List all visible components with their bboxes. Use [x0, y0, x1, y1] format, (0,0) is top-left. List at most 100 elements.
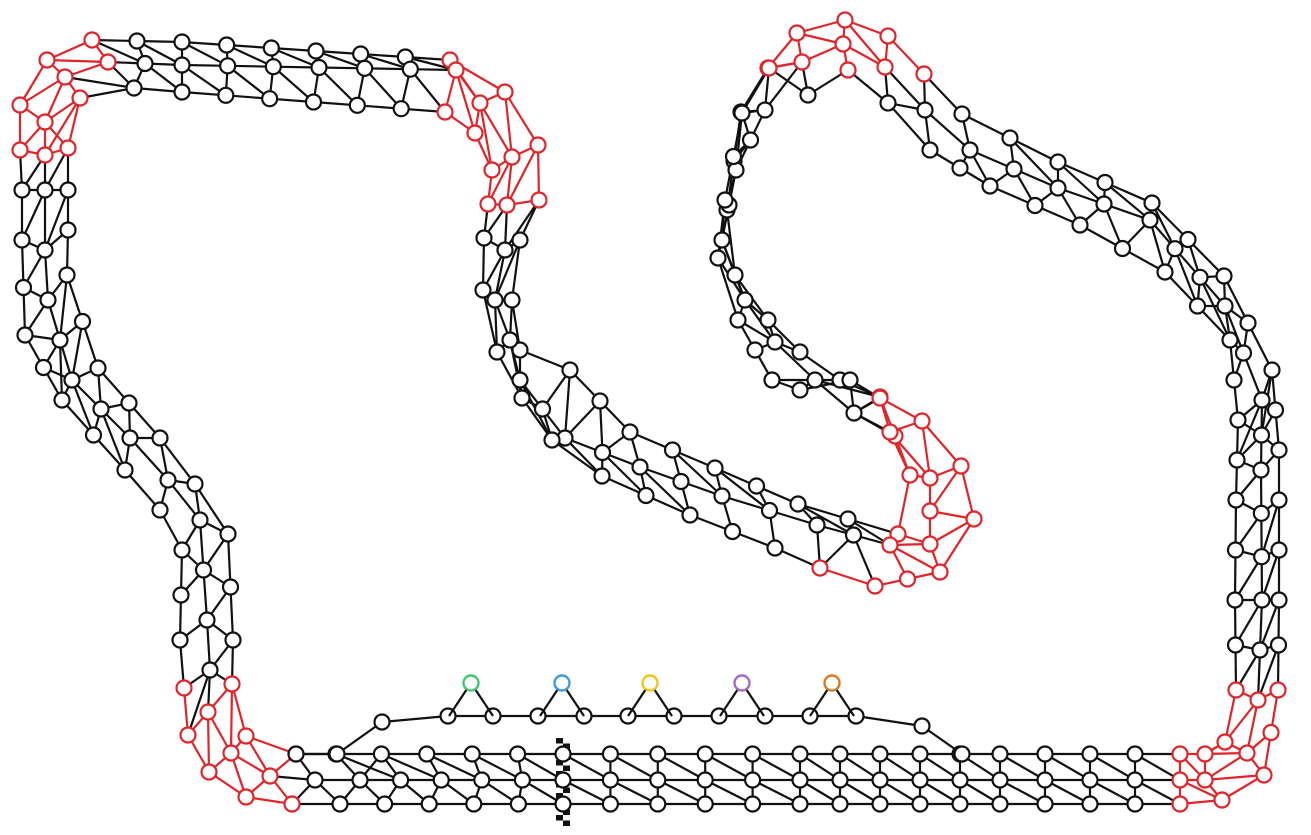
- start-slot-yellow[interactable]: [641, 674, 659, 692]
- track-space[interactable]: [791, 795, 809, 813]
- track-space[interactable]: [921, 535, 939, 553]
- track-space[interactable]: [51, 331, 69, 349]
- track-space[interactable]: [543, 431, 561, 449]
- track-space[interactable]: [116, 461, 134, 479]
- track-space[interactable]: [961, 141, 979, 159]
- pit-space[interactable]: [287, 745, 305, 763]
- track-space[interactable]: [401, 60, 419, 78]
- track-space[interactable]: [981, 177, 999, 195]
- track-space[interactable]: [1095, 195, 1113, 213]
- track-space[interactable]: [760, 59, 778, 77]
- track-space[interactable]: [916, 101, 934, 119]
- track-space[interactable]: [219, 57, 237, 75]
- track-space[interactable]: [1005, 160, 1023, 178]
- track-space[interactable]: [125, 79, 143, 97]
- track-space[interactable]: [841, 371, 859, 389]
- track-space[interactable]: [488, 343, 506, 361]
- track-space[interactable]: [59, 139, 77, 157]
- track-space[interactable]: [173, 56, 191, 74]
- track-space[interactable]: [447, 61, 465, 79]
- track-space[interactable]: [727, 161, 745, 179]
- track-space[interactable]: [791, 381, 809, 399]
- track-space[interactable]: [223, 675, 241, 693]
- track-space[interactable]: [261, 767, 279, 785]
- track-space[interactable]: [1227, 491, 1245, 509]
- track-space[interactable]: [1081, 771, 1099, 789]
- track-space[interactable]: [222, 744, 240, 762]
- track-space[interactable]: [726, 266, 744, 284]
- start-slot-orange[interactable]: [823, 674, 841, 692]
- track-space[interactable]: [59, 221, 77, 239]
- track-space[interactable]: [637, 486, 655, 505]
- track-space[interactable]: [1269, 636, 1288, 654]
- track-space[interactable]: [71, 89, 89, 107]
- track-space[interactable]: [306, 771, 324, 789]
- track-space[interactable]: [224, 631, 242, 649]
- track-space[interactable]: [1171, 771, 1189, 789]
- track-space[interactable]: [121, 429, 139, 447]
- track-space[interactable]: [356, 59, 374, 77]
- track-space[interactable]: [931, 563, 949, 581]
- track-space[interactable]: [1262, 723, 1280, 742]
- track-space[interactable]: [1036, 795, 1054, 813]
- track-space[interactable]: [237, 727, 255, 745]
- track-space[interactable]: [1096, 173, 1114, 192]
- track-space[interactable]: [310, 58, 328, 77]
- track-space[interactable]: [53, 391, 71, 409]
- track-space[interactable]: [766, 333, 784, 351]
- track-space[interactable]: [432, 771, 450, 789]
- track-space[interactable]: [554, 795, 572, 813]
- pit-space[interactable]: [913, 717, 931, 735]
- track-space[interactable]: [806, 371, 824, 389]
- track-space[interactable]: [471, 94, 489, 112]
- track-space[interactable]: [36, 146, 54, 164]
- track-space[interactable]: [1249, 691, 1267, 709]
- track-space[interactable]: [331, 795, 349, 813]
- track-space[interactable]: [92, 400, 110, 418]
- track-space[interactable]: [466, 124, 484, 142]
- track-space[interactable]: [921, 141, 939, 159]
- track-space[interactable]: [743, 795, 762, 813]
- track-space[interactable]: [1229, 411, 1247, 429]
- track-space[interactable]: [173, 83, 191, 101]
- track-space[interactable]: [747, 477, 766, 495]
- track-space[interactable]: [1251, 641, 1269, 659]
- track-space[interactable]: [217, 86, 235, 104]
- track-space[interactable]: [11, 141, 29, 159]
- track-space[interactable]: [951, 795, 969, 813]
- track-space[interactable]: [199, 703, 217, 721]
- track-space[interactable]: [681, 506, 699, 524]
- track-space[interactable]: [1227, 681, 1245, 699]
- track-space[interactable]: [696, 795, 714, 813]
- track-space[interactable]: [1266, 401, 1285, 419]
- track-space[interactable]: [304, 93, 323, 111]
- track-space[interactable]: [881, 536, 899, 554]
- track-space[interactable]: [136, 54, 154, 73]
- track-space[interactable]: [601, 745, 620, 763]
- track-space[interactable]: [128, 32, 146, 50]
- track-space[interactable]: [561, 361, 579, 379]
- track-space[interactable]: [171, 631, 189, 649]
- track-space[interactable]: [483, 161, 501, 179]
- track-space[interactable]: [1081, 745, 1099, 763]
- track-space[interactable]: [831, 745, 849, 763]
- track-space[interactable]: [89, 359, 107, 377]
- track-space[interactable]: [486, 291, 504, 309]
- track-space[interactable]: [723, 522, 742, 541]
- track-space[interactable]: [36, 241, 54, 259]
- track-space[interactable]: [834, 35, 852, 53]
- track-space[interactable]: [503, 291, 521, 309]
- track-space[interactable]: [529, 136, 547, 154]
- track-space[interactable]: [63, 371, 81, 389]
- track-space[interactable]: [756, 101, 774, 119]
- track-space[interactable]: [13, 181, 31, 199]
- track-space[interactable]: [621, 423, 639, 441]
- track-space[interactable]: [991, 795, 1009, 813]
- track-space[interactable]: [951, 159, 969, 177]
- track-space[interactable]: [729, 311, 747, 329]
- track-space[interactable]: [799, 86, 817, 104]
- track-space[interactable]: [879, 27, 897, 45]
- track-space[interactable]: [1026, 196, 1044, 215]
- track-space[interactable]: [186, 475, 204, 493]
- track-space[interactable]: [511, 341, 529, 359]
